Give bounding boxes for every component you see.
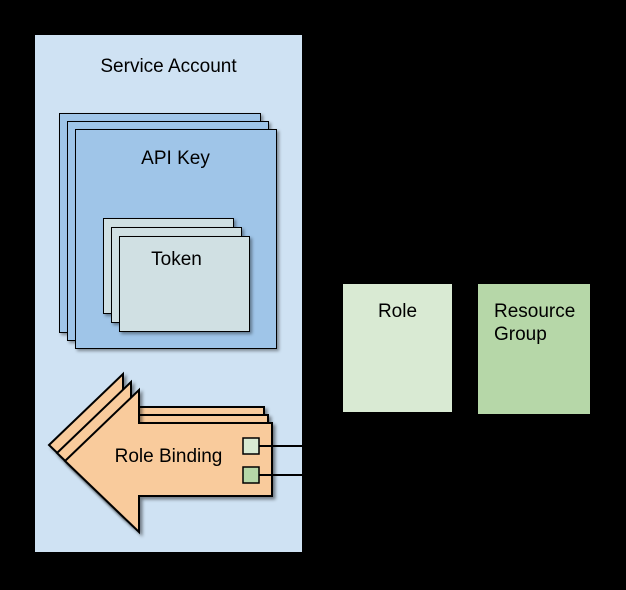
resource-group-label: Resource Group xyxy=(494,301,576,345)
role-binding-arrow-layer-front xyxy=(63,387,273,535)
role-label: Role xyxy=(377,301,418,322)
api-key-label: API Key xyxy=(141,148,210,169)
role-connector-swatch xyxy=(242,437,260,455)
resource-group-connector-swatch xyxy=(242,466,260,484)
token-label: Token xyxy=(151,249,202,270)
role-binding-label: Role Binding xyxy=(114,446,223,467)
token-layer-front xyxy=(119,236,250,332)
resource-group-box: Resource Group xyxy=(478,284,590,414)
service-account-label: Service Account xyxy=(100,56,237,77)
role-box: Role xyxy=(343,284,452,412)
